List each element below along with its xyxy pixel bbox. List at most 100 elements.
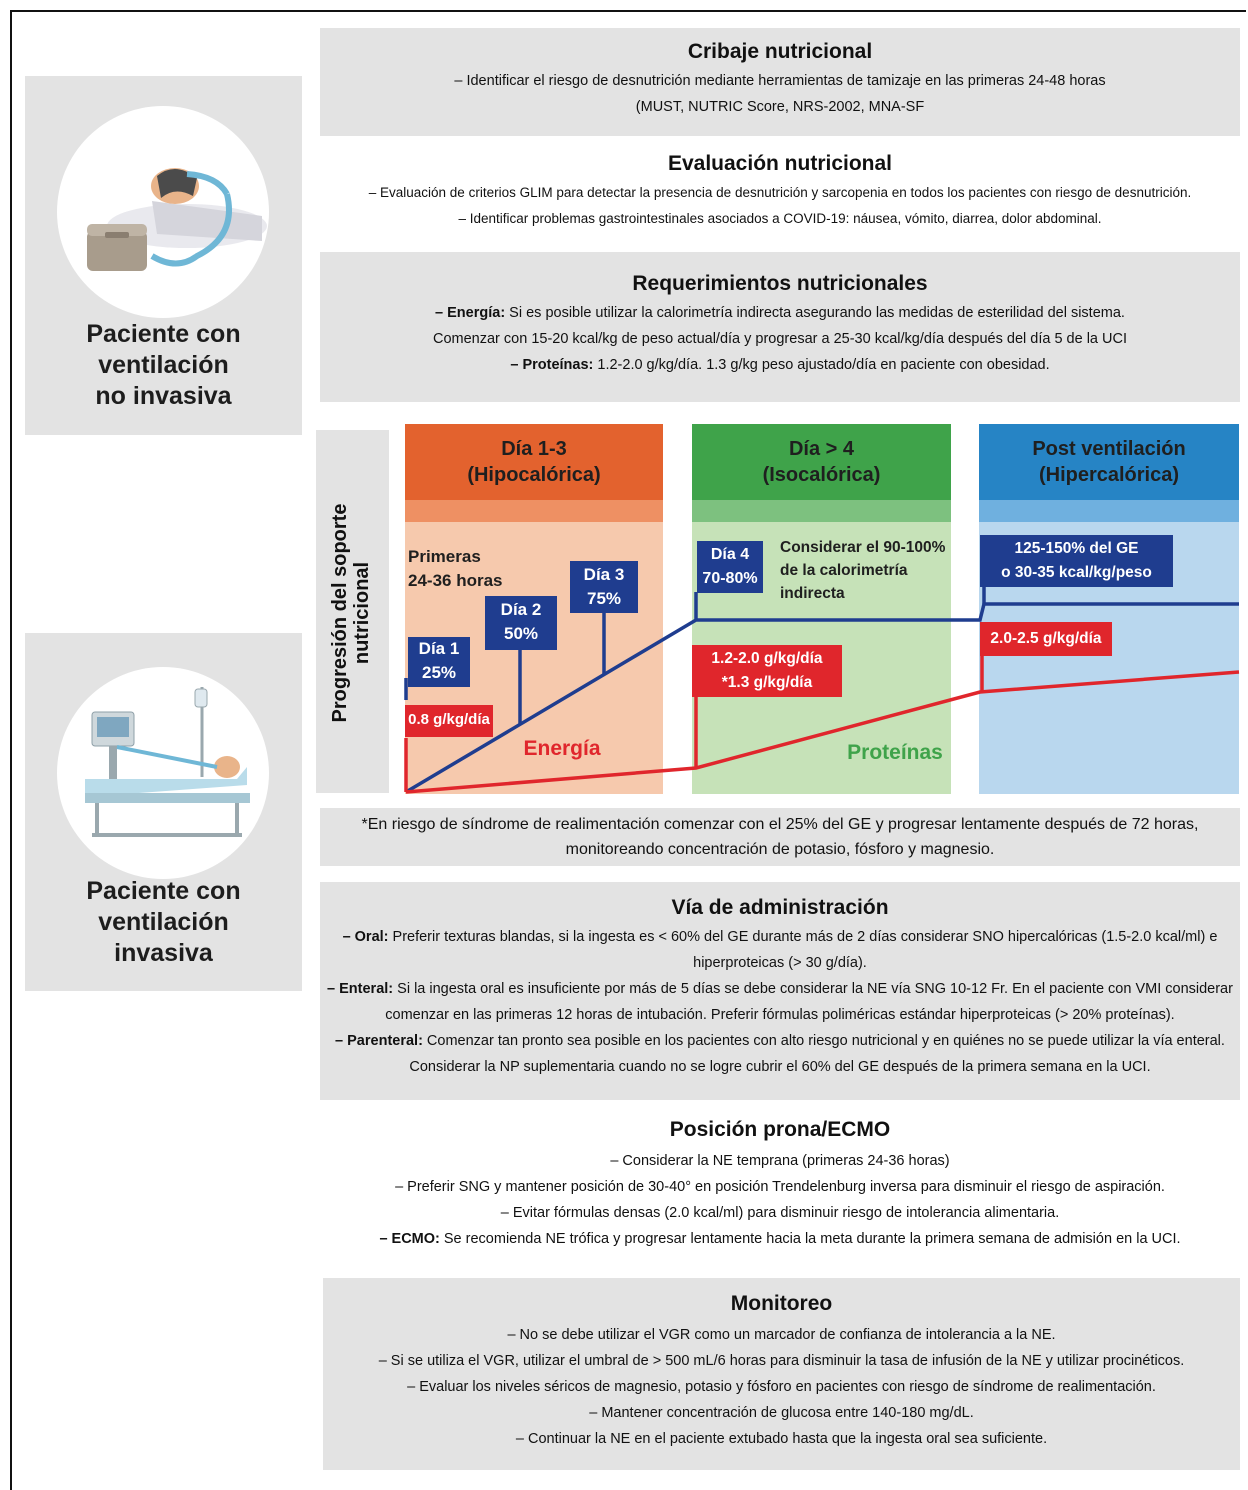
energy-line xyxy=(405,602,1239,794)
monitoreo-title: Monitoreo xyxy=(730,1292,833,1315)
protein-line xyxy=(405,670,1240,794)
enteral-label: – Enteral: xyxy=(327,981,394,997)
energia-label: – Energía: xyxy=(435,305,506,321)
oral-label: – Oral: xyxy=(342,929,389,945)
via-title: Vía de administración xyxy=(671,896,889,919)
considerar-label: Considerar el 90-100% de la calorimetría… xyxy=(780,536,945,605)
prona-section: Posición prona/ECMO – Considerar la NE t… xyxy=(320,1118,1240,1252)
cribaje-line: – Identificar el riesgo de desnutrición … xyxy=(454,73,1106,89)
phase-2-header: Día > 4 (Isocalórica) xyxy=(692,424,951,500)
monitoreo-panel: Monitoreo – No se debe utilizar el VGR c… xyxy=(323,1278,1240,1470)
ventilator-bed-icon xyxy=(85,687,250,837)
prot3-box: 2.0-2.5 g/kg/día xyxy=(980,622,1112,656)
phase-3-band xyxy=(979,500,1239,522)
niv-title-line: no invasiva xyxy=(95,382,232,410)
monitoreo-line: – Si se utiliza el VGR, utilizar el umbr… xyxy=(378,1353,1185,1369)
iv-title-line: Paciente con xyxy=(86,877,241,905)
proteinas-text: 1.2-2.0 g/kg/día. 1.3 g/kg peso ajustado… xyxy=(593,357,1050,373)
parenteral-text: Comenzar tan pronto sea posible en los p… xyxy=(422,1033,1225,1049)
dia1-line: 25% xyxy=(421,663,457,682)
dia3-box: Día 3 75% xyxy=(570,561,638,613)
cpap-patient-icon xyxy=(87,168,267,271)
refeeding-line: monitoreando concentración de potasio, f… xyxy=(565,841,995,858)
iv-panel: Paciente con ventilación invasiva xyxy=(25,633,302,991)
dia2-line: 50% xyxy=(503,624,539,643)
phase-1-band xyxy=(405,500,663,522)
phase-1-column: Día 1-3 (Hipocalórica) xyxy=(405,424,663,794)
primeras-line: Primeras xyxy=(408,547,481,566)
iv-illustration xyxy=(57,667,269,879)
prona-line: – Preferir SNG y mantener posición de 30… xyxy=(395,1179,1165,1195)
prot2-line: 1.2-2.0 g/kg/día xyxy=(711,650,823,667)
oral-text: Preferir texturas blandas, si la ingesta… xyxy=(388,929,1218,945)
phase-2-band xyxy=(692,500,951,522)
prot2-line: *1.3 g/kg/día xyxy=(721,674,813,691)
prona-title: Posición prona/ECMO xyxy=(669,1118,891,1141)
dia3-line: 75% xyxy=(586,589,622,608)
dia4-line: 70-80% xyxy=(702,570,758,587)
prona-line: – Evitar fórmulas densas (2.0 kcal/ml) p… xyxy=(500,1205,1060,1221)
ge-line: 125-150% del GE xyxy=(1014,540,1139,557)
primeras-line: 24-36 horas xyxy=(408,571,503,590)
figure-frame xyxy=(10,10,1246,1490)
dia3-line: Día 3 xyxy=(583,565,625,584)
monitoreo-line: – Evaluar los niveles séricos de magnesi… xyxy=(407,1379,1156,1395)
requerimientos-title: Requerimientos nutricionales xyxy=(632,272,928,295)
enteral-text-2: comenzar en las primeras 12 horas de int… xyxy=(385,1007,1175,1023)
iv-title-line: ventilación xyxy=(98,908,229,936)
energia-text: Si es posible utilizar la calorimetría i… xyxy=(505,305,1125,321)
dia2-line: Día 2 xyxy=(500,600,542,619)
evaluacion-line: – Identificar problemas gastrointestinal… xyxy=(458,211,1102,226)
dia4-line: Día 4 xyxy=(710,546,750,563)
oral-text-2: hiperproteicas (> 30 g/día). xyxy=(693,955,867,971)
cribaje-title: Cribaje nutricional xyxy=(687,40,873,63)
prot2-box: 1.2-2.0 g/kg/día *1.3 g/kg/día xyxy=(692,645,842,697)
via-panel: Vía de administración – Oral: Preferir t… xyxy=(320,882,1240,1100)
phase-3-subtitle: (Hipercalórica) xyxy=(1038,464,1180,486)
parenteral-text-2: Considerar la NP suplementaria cuando no… xyxy=(409,1059,1151,1075)
phase-3-title: Post ventilación xyxy=(1032,438,1186,460)
refeeding-panel: *En riesgo de síndrome de realimentación… xyxy=(320,808,1240,866)
progresion-axis-panel xyxy=(316,430,389,793)
evaluacion-line: – Evaluación de criterios GLIM para dete… xyxy=(368,185,1192,200)
refeeding-line: *En riesgo de síndrome de realimentación… xyxy=(361,816,1199,833)
considerar-line: indirecta xyxy=(780,585,845,602)
monitoreo-line: – Mantener concentración de glucosa entr… xyxy=(589,1405,974,1421)
dia4-box: Día 4 70-80% xyxy=(697,541,763,593)
niv-panel: Paciente con ventilación no invasiva xyxy=(25,76,302,435)
iv-title-line: invasiva xyxy=(114,939,213,967)
cribaje-line: (MUST, NUTRIC Score, NRS-2002, MNA-SF xyxy=(635,99,925,115)
phase-1-header: Día 1-3 (Hipocalórica) xyxy=(405,424,663,500)
monitoreo-line: – Continuar la NE en el paciente extubad… xyxy=(515,1431,1048,1447)
ecmo-text: Se recomienda NE trófica y progresar len… xyxy=(439,1231,1181,1247)
dia2-box: Día 2 50% xyxy=(485,596,557,650)
primeras-label: Primeras 24-36 horas xyxy=(408,545,503,593)
phase-2-title: Día > 4 xyxy=(788,438,855,460)
dia1-line: Día 1 xyxy=(418,639,460,658)
evaluacion-section: Evaluación nutricional – Evaluación de c… xyxy=(320,152,1240,232)
phase-1-subtitle: (Hipocalórica) xyxy=(467,464,601,486)
ecmo-label: – ECMO: xyxy=(379,1231,440,1247)
parenteral-label: – Parenteral: xyxy=(335,1033,423,1049)
enteral-text: Si la ingesta oral es insuficiente por m… xyxy=(393,981,1233,997)
proteinas-chart-label: Proteínas xyxy=(847,741,943,764)
requerimientos-panel: Requerimientos nutricionales – Energía: … xyxy=(320,252,1240,402)
prot1-box: 0.8 g/kg/día xyxy=(405,705,493,737)
ge-box: 125-150% del GE o 30-35 kcal/kg/peso xyxy=(980,535,1173,587)
considerar-line: de la calorimetría xyxy=(780,562,908,579)
niv-illustration xyxy=(57,106,269,318)
considerar-line: Considerar el 90-100% xyxy=(780,539,946,556)
niv-title-line: ventilación xyxy=(98,351,229,379)
niv-title-line: Paciente con xyxy=(86,320,241,348)
energia-chart-label: Energía xyxy=(523,737,601,760)
monitoreo-line: – No se debe utilizar el VGR como un mar… xyxy=(507,1327,1056,1343)
ge-line: o 30-35 kcal/kg/peso xyxy=(1001,564,1152,581)
phase-1-title: Día 1-3 xyxy=(501,438,567,460)
phase-2-subtitle: (Isocalórica) xyxy=(762,464,881,486)
dia1-box: Día 1 25% xyxy=(408,637,470,687)
phase-3-header: Post ventilación (Hipercalórica) xyxy=(979,424,1239,500)
prona-line: – Considerar la NE temprana (primeras 24… xyxy=(610,1153,950,1169)
evaluacion-title: Evaluación nutricional xyxy=(667,152,893,175)
cribaje-panel: Cribaje nutricional – Identificar el rie… xyxy=(320,28,1240,136)
